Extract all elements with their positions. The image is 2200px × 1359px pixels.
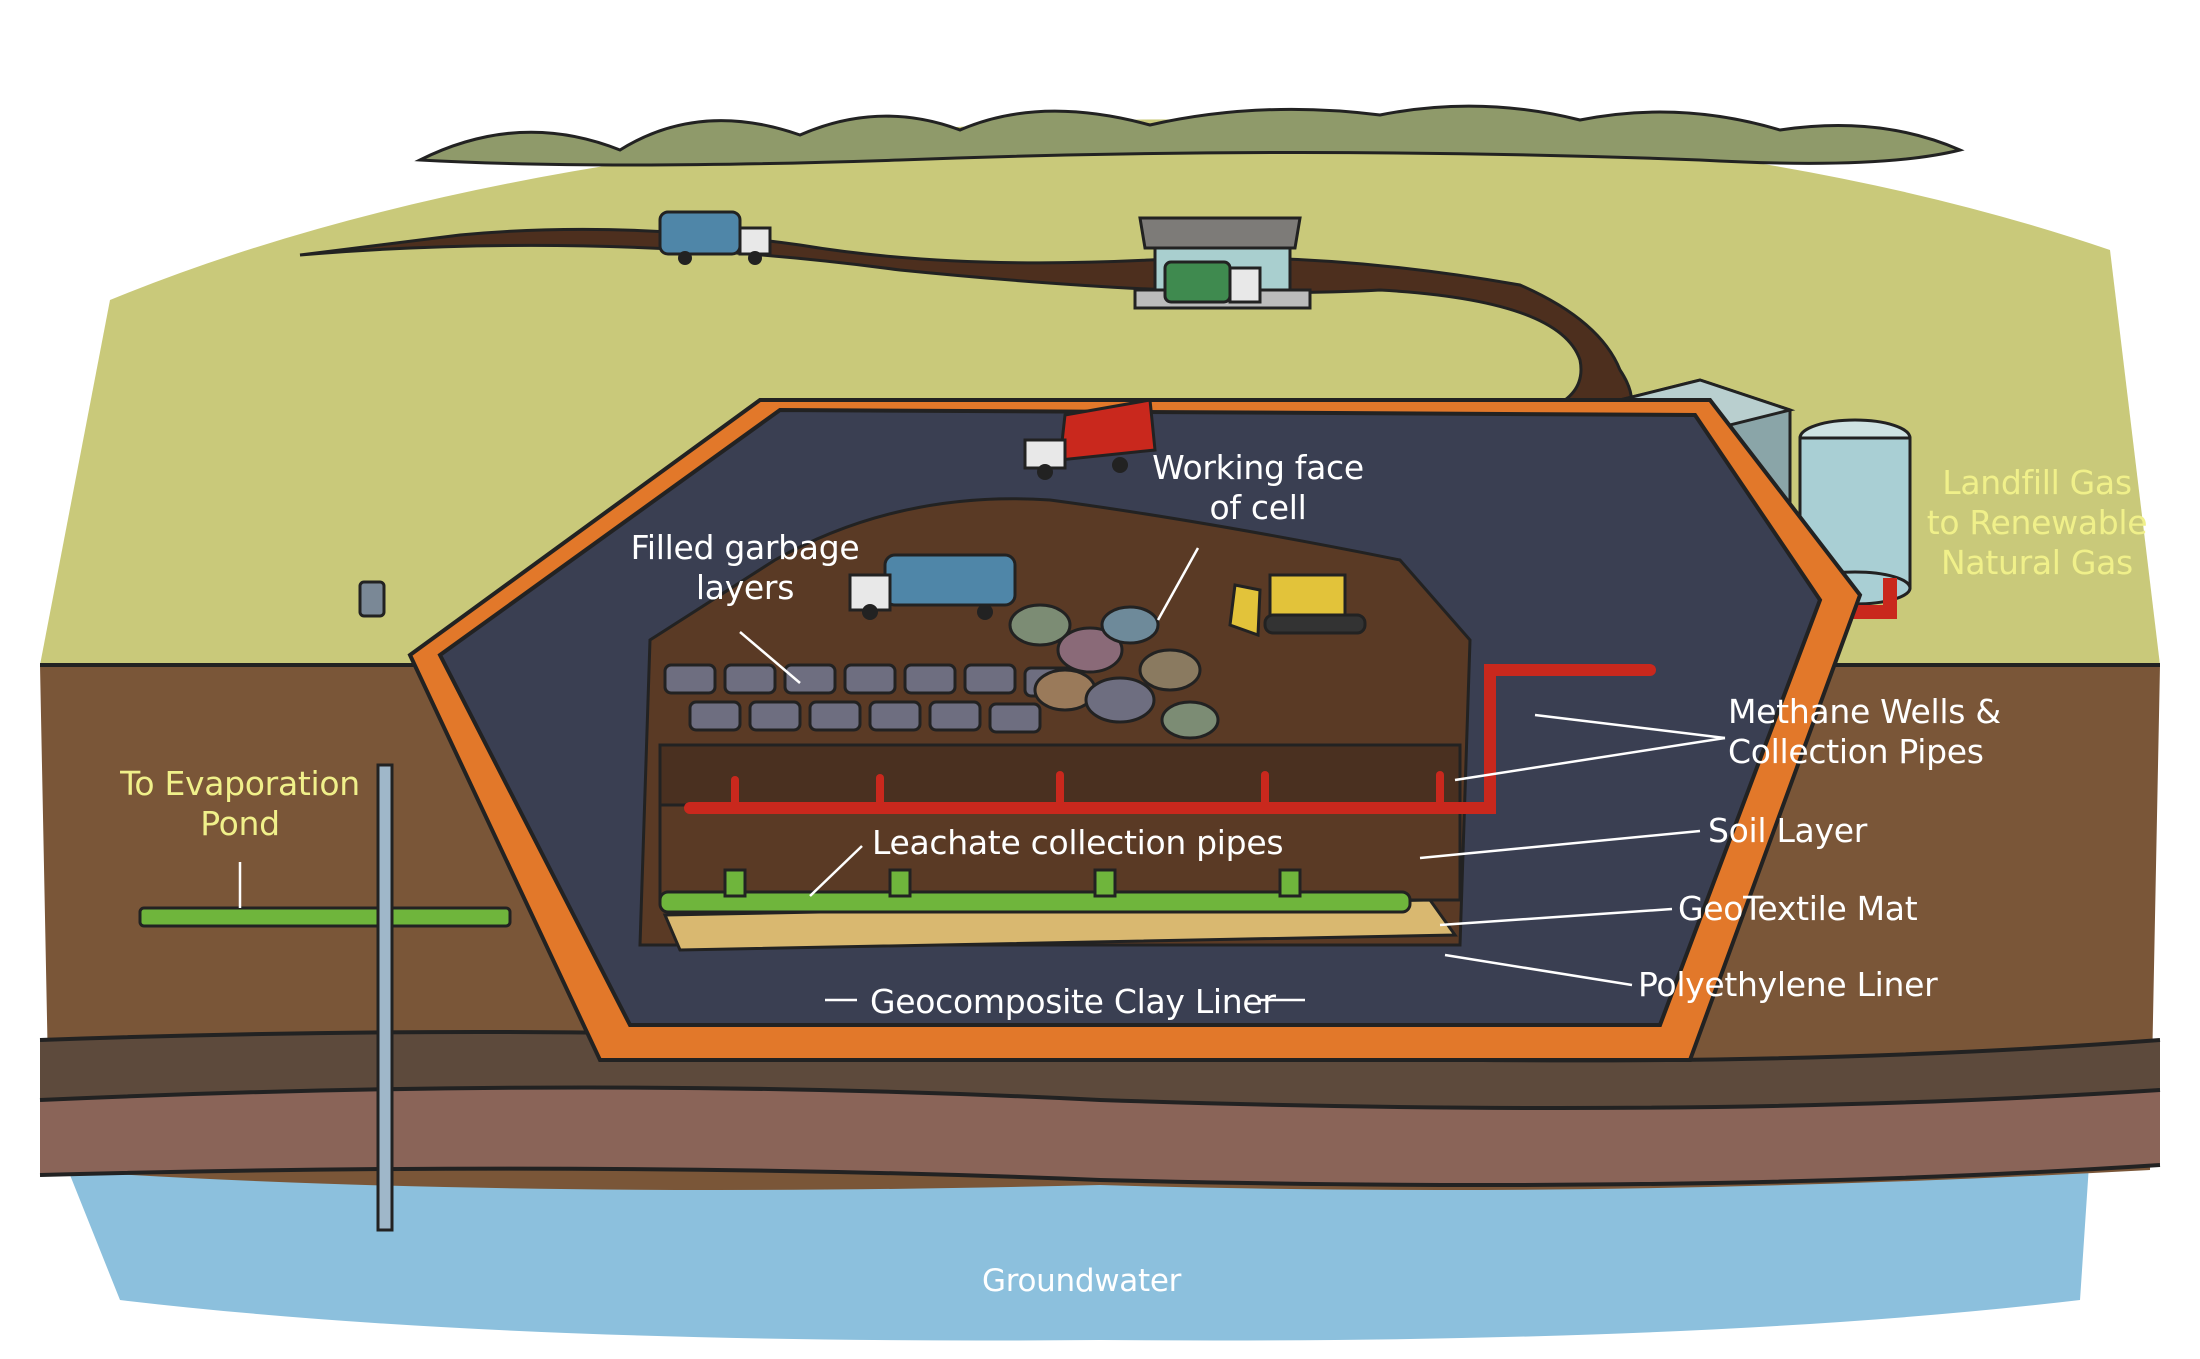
monitoring-well-pipe bbox=[376, 763, 394, 1232]
label-groundwater: Groundwater bbox=[982, 1263, 1182, 1299]
label-landfill-gas-line-2: to Renewable bbox=[1926, 503, 2148, 542]
wellhead-icon bbox=[358, 580, 386, 618]
label-polyethylene-liner: Polyethylene Liner bbox=[1638, 965, 1938, 1004]
rock-stratum-2 bbox=[40, 1087, 2160, 1185]
soil-layer-lower bbox=[658, 803, 1462, 902]
weigh-station bbox=[1133, 216, 1312, 310]
strata-line-3 bbox=[39, 1163, 2161, 1187]
label-filled-garbage-layers-line-1: Filled garbage bbox=[630, 528, 860, 567]
leader-lines bbox=[238, 547, 1726, 1002]
groundwater-band bbox=[60, 1140, 2090, 1341]
filled-garbage-cells bbox=[663, 663, 1077, 734]
label-evaporation-line-1: To Evaporation bbox=[120, 764, 360, 803]
label-working-face-line-1: Working face bbox=[1152, 448, 1364, 487]
label-landfill-gas: Landfill Gas to Renewable Natural Gas bbox=[1912, 463, 2162, 583]
distant-garbage-truck bbox=[658, 210, 772, 265]
label-working-face-line-2: of cell bbox=[1209, 488, 1307, 527]
label-methane-wells-line-2: Collection Pipes bbox=[1728, 732, 1984, 771]
leachate-collection-pipes bbox=[658, 868, 1412, 914]
strata-line-2 bbox=[39, 1085, 2161, 1110]
working-face-rubble bbox=[1008, 603, 1220, 740]
label-landfill-gas-line-1: Landfill Gas bbox=[1942, 463, 2132, 502]
bulldozer bbox=[1228, 573, 1367, 638]
distant-hills bbox=[414, 104, 1965, 167]
label-leachate-collection-pipes: Leachate collection pipes bbox=[872, 823, 1284, 862]
label-evaporation-line-2: Pond bbox=[200, 804, 280, 843]
rock-stratum-1 bbox=[40, 1032, 2160, 1108]
label-geocomposite-clay-liner: Geocomposite Clay Liner bbox=[870, 982, 1276, 1021]
methane-collection-pipes bbox=[684, 664, 1656, 814]
label-landfill-gas-line-3: Natural Gas bbox=[1941, 543, 2133, 582]
label-to-evaporation-pond: To Evaporation Pond bbox=[120, 764, 360, 844]
label-filled-garbage-layers-line-2: layers bbox=[695, 568, 795, 607]
label-working-face-of-cell: Working face of cell bbox=[1138, 448, 1378, 528]
dump-truck bbox=[1023, 398, 1157, 480]
evaporation-pond-pipe bbox=[138, 906, 512, 928]
label-geotextile-mat: GeoTextile Mat bbox=[1678, 889, 1918, 928]
label-methane-wells: Methane Wells & Collection Pipes bbox=[1728, 692, 2001, 772]
garbage-truck-in-pit bbox=[848, 553, 1017, 620]
label-filled-garbage-layers: Filled garbage layers bbox=[610, 528, 880, 608]
label-methane-wells-line-1: Methane Wells & bbox=[1728, 692, 2001, 731]
label-soil-layer: Soil Layer bbox=[1708, 811, 1867, 850]
